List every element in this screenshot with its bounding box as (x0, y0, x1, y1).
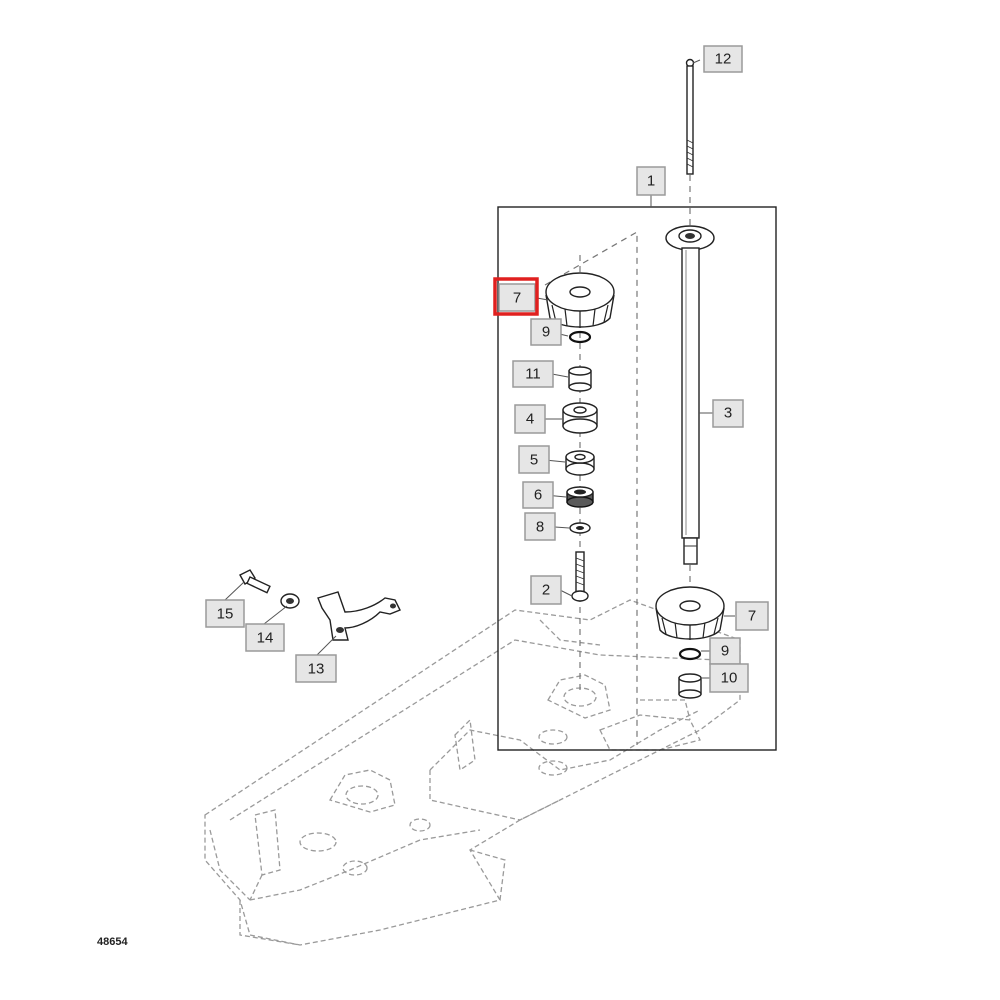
bearing-medium-part (565, 450, 595, 476)
ghost-plane (544, 230, 638, 745)
mower-deck-outline (204, 599, 741, 946)
spacer-part (568, 366, 592, 392)
figure-id-label: 48654 (97, 936, 128, 948)
callout-7-top[interactable]: 7 (498, 283, 536, 312)
callout-6[interactable]: 6 (522, 481, 554, 509)
svg-text:10: 10 (721, 670, 738, 687)
callout-2[interactable]: 2 (530, 575, 562, 605)
callout-3[interactable]: 3 (712, 399, 744, 428)
kit-frame (497, 206, 777, 751)
pulley-bottom-part (655, 586, 725, 640)
flange-nut-part (280, 593, 300, 609)
svg-text:7: 7 (513, 290, 521, 307)
svg-text:9: 9 (542, 324, 550, 341)
spindle-shaft-part (665, 225, 715, 565)
svg-text:4: 4 (526, 411, 534, 428)
bracket-part (317, 591, 401, 641)
callout-10[interactable]: 10 (709, 663, 749, 693)
flange-bolt-part (239, 569, 271, 594)
svg-text:13: 13 (308, 661, 325, 678)
callout-7-bottom[interactable]: 7 (735, 601, 769, 631)
svg-text:7: 7 (748, 608, 756, 625)
callout-5[interactable]: 5 (518, 445, 550, 474)
svg-text:9: 9 (721, 643, 729, 660)
svg-text:2: 2 (542, 582, 550, 599)
pulley-top-part (545, 272, 615, 328)
ring-bottom-part (678, 647, 702, 661)
callout-1[interactable]: 1 (636, 166, 666, 196)
bushing-part (678, 673, 702, 699)
seal-part (566, 486, 594, 508)
bolt-part (571, 551, 589, 602)
svg-text:11: 11 (525, 366, 541, 383)
svg-text:5: 5 (530, 452, 538, 469)
svg-text:15: 15 (217, 606, 234, 623)
svg-text:3: 3 (724, 405, 732, 422)
callout-14[interactable]: 14 (245, 623, 285, 652)
long-bolt-part (685, 58, 695, 175)
callout-9-bottom[interactable]: 9 (709, 637, 741, 665)
ring-top-part (568, 330, 592, 344)
callout-11[interactable]: 11 (512, 360, 554, 388)
leader-lines (224, 59, 735, 679)
bearing-large-part (562, 402, 598, 434)
washer-part (569, 522, 591, 534)
svg-text:6: 6 (534, 487, 542, 504)
svg-text:14: 14 (257, 630, 274, 647)
callout-8[interactable]: 8 (524, 512, 556, 541)
svg-text:8: 8 (536, 519, 544, 536)
callout-15[interactable]: 15 (205, 599, 245, 628)
callout-highlight (493, 277, 539, 316)
callout-4[interactable]: 4 (514, 404, 546, 434)
svg-text:1: 1 (647, 173, 655, 190)
svg-text:12: 12 (715, 51, 732, 68)
callout-9-top[interactable]: 9 (530, 318, 562, 346)
callout-12[interactable]: 12 (703, 45, 743, 73)
callout-13[interactable]: 13 (295, 654, 337, 683)
